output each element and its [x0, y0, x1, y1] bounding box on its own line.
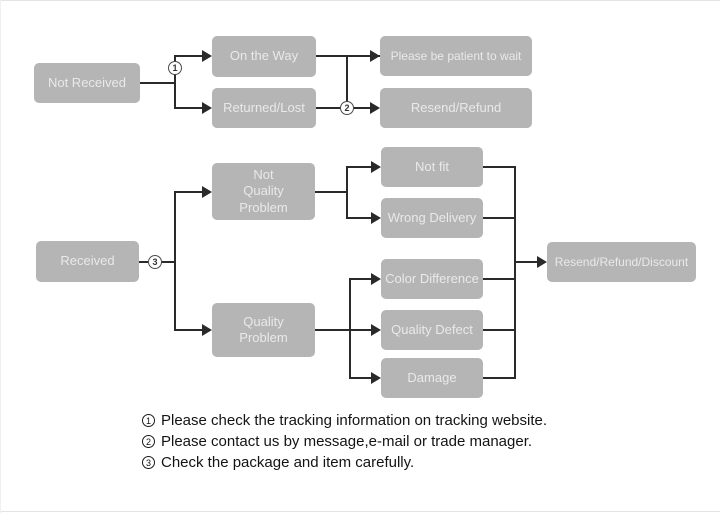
top-divider [0, 0, 720, 1]
step-marker-3: 3 [148, 255, 162, 269]
left-divider [0, 0, 1, 513]
connector-quality-out [315, 329, 371, 331]
connector-on-the-way-in [174, 55, 204, 57]
note-text: Please check the tracking information on… [161, 412, 548, 429]
arrowhead-quality-problem [202, 324, 212, 336]
node-color-difference: Color Difference [381, 259, 483, 299]
note-number-badge: 3 [142, 456, 155, 469]
connector-returned-lost-in [174, 107, 204, 109]
connector-merge-branch [514, 166, 516, 379]
connector-top-branch [174, 55, 176, 109]
bottom-divider [0, 511, 720, 512]
connector-damage-in [349, 377, 371, 379]
node-not-quality-problem: Not Quality Problem [212, 163, 315, 220]
note-item: 3 Check the package and item carefully. [142, 452, 547, 473]
arrowhead-resend-refund-discount [537, 256, 547, 268]
connector-damage-out [483, 377, 516, 379]
step-marker-1: 1 [168, 61, 182, 75]
arrowhead-not-quality-problem [202, 186, 212, 198]
arrowhead-returned-lost [202, 102, 212, 114]
connector-returned-lost-out [316, 107, 341, 109]
node-please-be-patient: Please be patient to wait [380, 36, 532, 76]
connector-received-branch [174, 191, 176, 331]
node-not-received: Not Received [34, 63, 140, 103]
connector-received-out [139, 261, 149, 263]
connector-step2-out [353, 107, 371, 109]
node-resend-refund-discount: Resend/Refund/Discount [547, 242, 696, 282]
node-damage: Damage [381, 358, 483, 398]
note-text: Check the package and item carefully. [161, 454, 415, 471]
note-number-badge: 1 [142, 414, 155, 427]
connector-wait-to-step2 [346, 55, 348, 102]
connector-not-fit-in [346, 166, 371, 168]
node-returned-lost: Returned/Lost [212, 88, 316, 128]
arrowhead-on-the-way [202, 50, 212, 62]
connector-quality-defect-out [483, 329, 516, 331]
node-on-the-way: On the Way [212, 36, 316, 77]
connector-color-difference-in [349, 278, 371, 280]
connector-on-the-way-out [316, 55, 380, 57]
connector-quality-branch [349, 278, 351, 379]
note-number-badge: 2 [142, 435, 155, 448]
footnotes: 1 Please check the tracking information … [142, 410, 547, 473]
node-not-fit: Not fit [381, 147, 483, 187]
connector-color-difference-out [483, 278, 516, 280]
node-received: Received [36, 241, 139, 282]
connector-quality-in [174, 329, 202, 331]
arrowhead-color-difference [371, 273, 381, 285]
step-marker-2: 2 [340, 101, 354, 115]
arrowhead-resend-refund [370, 102, 380, 114]
arrowhead-quality-defect [371, 324, 381, 336]
note-text: Please contact us by message,e-mail or t… [161, 433, 533, 450]
connector-resend-refund-discount-in [514, 261, 537, 263]
node-quality-problem: Quality Problem [212, 303, 315, 357]
note-item: 2 Please contact us by message,e-mail or… [142, 431, 547, 452]
connector-not-fit-out [483, 166, 516, 168]
connector-wrong-delivery-in [346, 217, 371, 219]
connector-wrong-delivery-out [483, 217, 516, 219]
connector-not-received-out [140, 82, 176, 84]
note-item: 1 Please check the tracking information … [142, 410, 547, 431]
arrowhead-please-wait [370, 50, 380, 62]
arrowhead-not-fit [371, 161, 381, 173]
connector-step3-out [161, 261, 176, 263]
node-resend-refund: Resend/Refund [380, 88, 532, 128]
arrowhead-damage [371, 372, 381, 384]
connector-not-quality-branch [346, 166, 348, 218]
node-wrong-delivery: Wrong Delivery [381, 198, 483, 238]
node-quality-defect: Quality Defect [381, 310, 483, 350]
connector-not-quality-out [315, 191, 348, 193]
connector-not-quality-in [174, 191, 202, 193]
arrowhead-wrong-delivery [371, 212, 381, 224]
